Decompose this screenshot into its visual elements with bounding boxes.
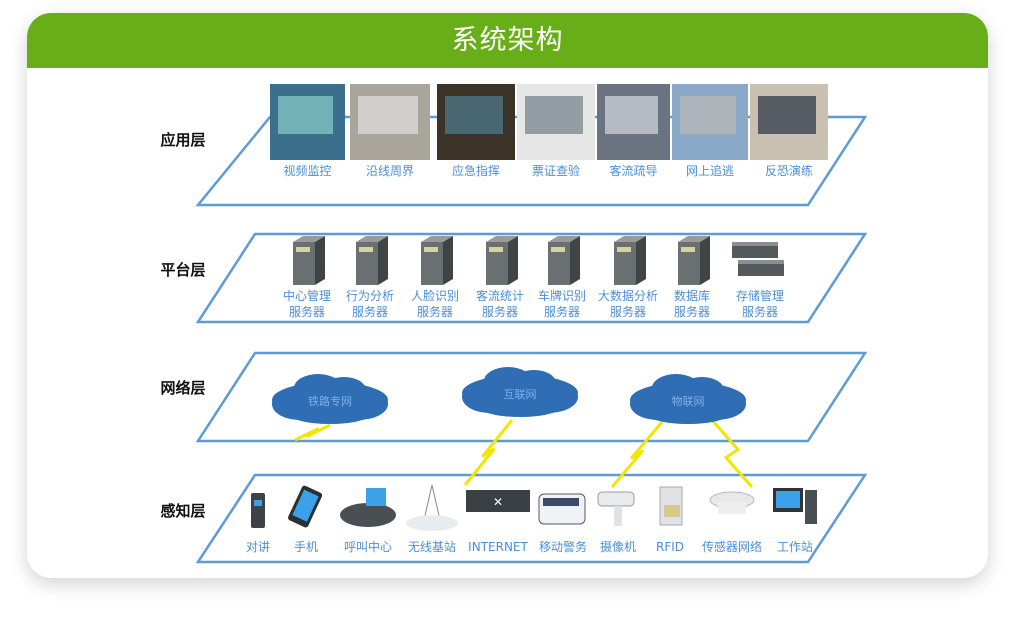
- sensing-label: 手机: [294, 540, 318, 554]
- app-photo-2: [437, 84, 515, 160]
- server-label-line1: 存储管理: [736, 288, 784, 303]
- app-label: 客流疏导: [609, 163, 657, 178]
- app-photo-0: [270, 84, 345, 160]
- router-icon: ✕: [466, 490, 530, 512]
- cloud-0: 铁路专网: [272, 374, 388, 424]
- police-car-icon: [538, 493, 586, 525]
- server-icon: [293, 236, 325, 242]
- cloud-shape: [480, 397, 560, 417]
- app-photo-detail: [758, 96, 816, 134]
- layer-label-network: 网络层: [160, 379, 205, 397]
- layer-label-platform: 平台层: [160, 261, 205, 279]
- call-center-icon: [340, 488, 396, 527]
- cloud-shape: [290, 404, 370, 424]
- server-label-line1: 数据库: [674, 288, 710, 303]
- cloud-shape: [322, 377, 366, 403]
- wireless-link-bolt: [463, 419, 514, 486]
- app-photo-4: [597, 84, 670, 160]
- cloud-1: 互联网: [462, 367, 578, 417]
- app-label: 网上追逃: [686, 163, 734, 178]
- cloud-label: 物联网: [672, 394, 705, 408]
- sensing-layer-frame: [195, 473, 868, 564]
- server-label-line2: 服务器: [482, 304, 518, 319]
- app-photo-detail: [680, 96, 736, 134]
- app-label: 应急指挥: [452, 163, 500, 178]
- app-label: 视频监控: [283, 163, 331, 178]
- server-label-line2: 服务器: [352, 304, 388, 319]
- app-photo-detail: [358, 96, 418, 134]
- sensing-label: 移动警务: [539, 539, 587, 554]
- server-label-line2: 服务器: [742, 304, 778, 319]
- server-label-line1: 客流统计: [476, 288, 524, 303]
- wireless-link-bolt: [710, 419, 754, 488]
- app-label: 反恐演练: [765, 163, 813, 178]
- phone-icon: [288, 485, 323, 528]
- sensing-label: 传感器网络: [702, 539, 762, 554]
- wireless-link-bolt: [610, 421, 664, 488]
- sensing-label: 呼叫中心: [344, 539, 392, 554]
- app-photo-1: [350, 84, 430, 160]
- app-photo-detail: [525, 96, 583, 134]
- sensor-icon: [709, 491, 755, 514]
- base-station-icon: [406, 484, 458, 531]
- app-label: 票证查验: [532, 163, 580, 178]
- server-label-line2: 服务器: [289, 304, 325, 319]
- server-label-line1: 中心管理: [283, 288, 331, 303]
- network-layer-frame: [195, 351, 868, 443]
- sensing-label: 无线基站: [408, 540, 456, 554]
- layer-label-application: 应用层: [160, 131, 205, 149]
- server-label-line1: 人脸识别: [411, 289, 459, 303]
- server-label-line1: 车牌识别: [538, 288, 586, 303]
- page-title: 系统架构: [27, 13, 988, 68]
- server-icon: [678, 236, 710, 242]
- server-icon: [356, 236, 388, 242]
- server-label-line1: 行为分析: [346, 289, 394, 303]
- cloud-2: 物联网: [630, 374, 746, 424]
- server-icon: [486, 236, 518, 242]
- layer-label-sensing: 感知层: [160, 502, 205, 520]
- camera-icon: [597, 491, 635, 526]
- server-icon: [421, 236, 453, 242]
- app-photo-detail: [278, 96, 333, 134]
- server-label-line2: 服务器: [610, 304, 646, 319]
- app-photo-3: [517, 84, 595, 160]
- wireless-link-bolt: [294, 423, 331, 442]
- sensing-label: 摄像机: [600, 539, 636, 554]
- app-photo-detail: [605, 96, 658, 134]
- cloud-label: 铁路专网: [308, 394, 352, 408]
- server-icon: [614, 236, 646, 242]
- server-label-line2: 服务器: [674, 304, 710, 319]
- walkie-talkie-icon: [251, 493, 265, 528]
- sensing-label: 对讲: [246, 539, 270, 554]
- app-label: 沿线周界: [366, 164, 414, 178]
- server-label-line2: 服务器: [544, 304, 580, 319]
- server-label-line1: 大数据分析: [598, 288, 658, 303]
- cloud-shape: [680, 377, 724, 403]
- platform-layer-frame: [195, 232, 868, 324]
- server-label-line2: 服务器: [417, 304, 453, 319]
- sensing-label: INTERNET: [468, 540, 528, 554]
- svg-text:✕: ✕: [493, 495, 503, 509]
- cloud-shape: [648, 404, 728, 424]
- app-photo-6: [750, 84, 828, 160]
- server-icon: [548, 236, 580, 242]
- rfid-icon: [659, 486, 683, 526]
- app-photo-detail: [445, 96, 503, 134]
- app-photo-5: [672, 84, 748, 160]
- cloud-label: 互联网: [504, 388, 537, 401]
- workstation-icon: [773, 488, 817, 524]
- sensing-label: 工作站: [777, 540, 813, 554]
- cloud-shape: [512, 370, 556, 396]
- sensing-label: RFID: [656, 540, 684, 554]
